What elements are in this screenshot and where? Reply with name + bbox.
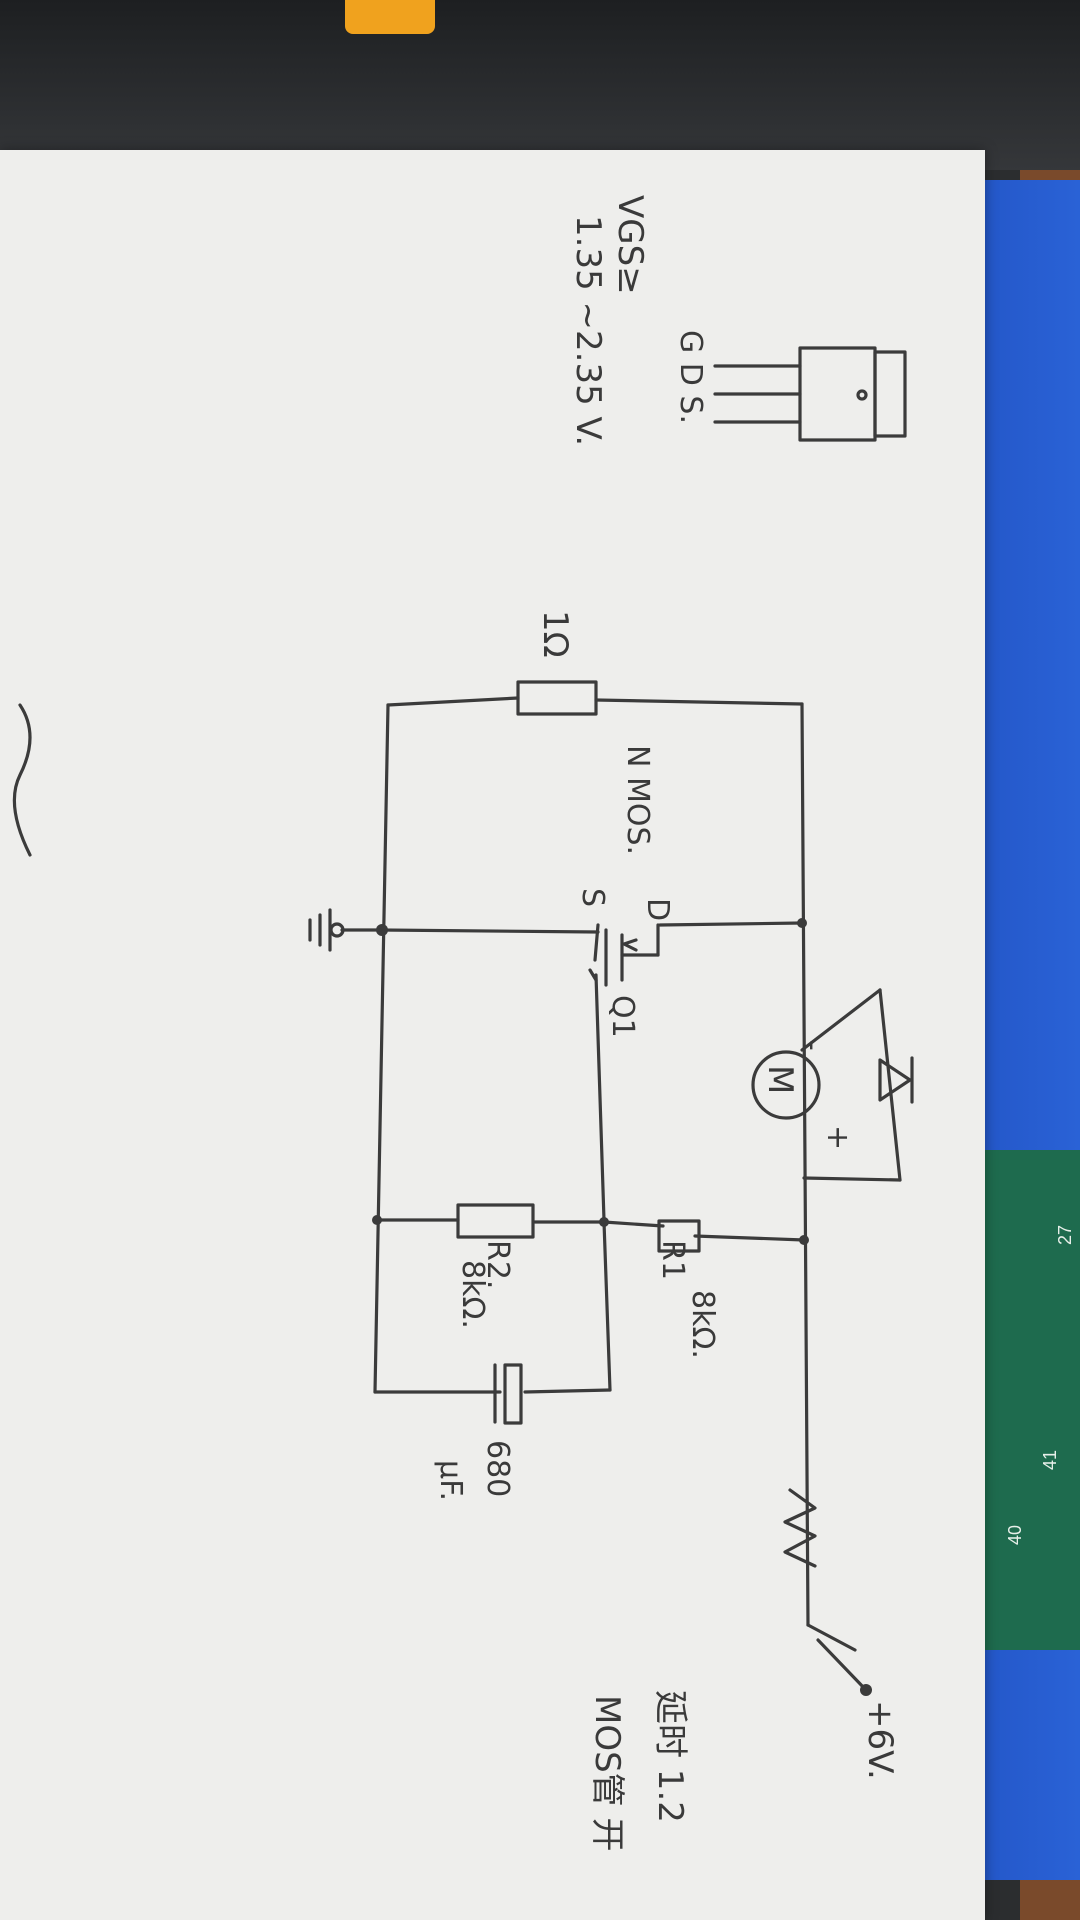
mosfet-package-tab [873,350,907,438]
capacitor-value-label: 680 [480,1440,515,1498]
capacitor-plate-negative [503,1363,523,1425]
mosfet-package-hole [856,389,868,401]
r1-value-label: 8kΩ. [685,1290,720,1359]
diode-wire-top [800,988,882,1052]
source-label: S [575,888,610,908]
ground-rail [373,703,390,1394]
r1-lead-left [602,1220,665,1228]
diode-wire-bottom [802,1176,902,1182]
positive-rail [800,702,810,1627]
r1-lead-right [693,1234,806,1242]
gate-to-cap-wire [602,1220,612,1392]
motor-symbol [751,1050,821,1120]
supply-terminal-dot [860,1684,872,1696]
edge-scribble [12,703,32,857]
cap-top-wire [523,1388,612,1394]
delay-note-label: 延时 1.2 [650,1690,690,1823]
vgs-range-label: 1.35 ~2.35 V. [568,215,608,447]
switch-lever [806,1623,857,1652]
mosfet-arrow [622,938,638,952]
vgs-label: VGS≥ [610,195,650,295]
drain-junction [797,918,807,928]
q1-label: Q1 [605,995,640,1038]
capacitor-unit-label: μF. [433,1460,468,1502]
supply-voltage-label: +6V. [860,1700,900,1780]
source-to-ground-wire [378,928,600,934]
ground-junction [376,924,388,936]
r1-label: R1 [655,1240,690,1280]
r2-junction [372,1215,382,1225]
r2-value-label: 8kΩ. [455,1260,490,1329]
gate-wire [594,973,606,1222]
sense-resistor-label: 1Ω [535,610,575,658]
motor-minus-label: - [795,1040,830,1051]
cutting-mat-background [980,1150,1080,1650]
r1-junction [799,1235,809,1245]
scribbled-component [783,1488,817,1568]
r1-resistor [657,1219,701,1253]
r2-resistor [456,1203,535,1239]
pin-order-label: G D S. [673,330,708,424]
resistor-lead-right [594,698,804,706]
drain-wire [658,921,804,927]
drain-label: D [640,898,675,922]
nmos-label: N MOS. [620,745,655,856]
flyback-diode [878,1058,912,1102]
motor-plus-label: + [820,1125,855,1151]
resistor-lead-left [386,696,520,707]
orange-clip-tab [345,0,435,34]
switch-to-terminal [816,1638,868,1692]
top-clip-background [0,0,1080,170]
mosfet-source-stub [593,923,600,962]
motor-label: M [760,1065,800,1095]
mos-note-label: MOS管 开 [587,1695,627,1852]
sense-resistor-1-ohm [516,680,598,716]
diode-wire-right [878,988,902,1182]
mosfet-package-body [798,346,877,442]
